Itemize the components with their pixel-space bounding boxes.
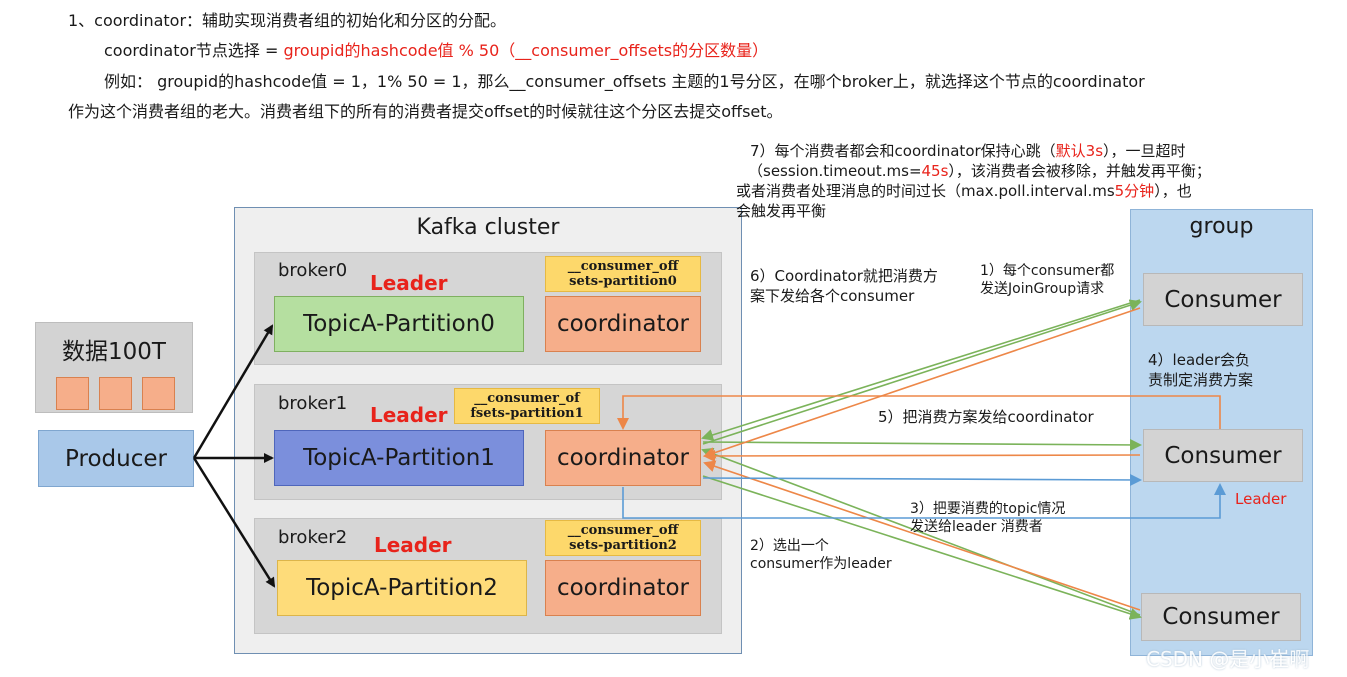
data-block-1 [56, 377, 89, 410]
broker-1-leader-label: Leader [370, 403, 448, 427]
header-line-3: 例如： groupid的hashcode值 = 1，1% 50 = 1，那么__… [104, 72, 1145, 91]
note-step-3-line-2: 发送给leader 消费者 [910, 519, 1043, 535]
note-step-2-line-1: 2）选出一个 [750, 538, 829, 554]
partition-1-label: TopicA-Partition1 [303, 445, 495, 471]
broker-1-name: broker1 [278, 393, 348, 414]
note-step-5: 5）把消费方案发给coordinator [878, 408, 1094, 426]
note-step-6-line-2: 案下发给各个consumer [750, 287, 915, 305]
coordinator-2-label: coordinator [556, 575, 690, 601]
join-group-arrows [701, 299, 1142, 620]
header-line-2-formula: groupid的hashcode值 % 50（__consumer_offset… [283, 41, 769, 60]
note-step-2-line-2: consumer作为leader [750, 556, 892, 572]
coordinator-broker-1: coordinator [545, 430, 701, 486]
note-step-2: 2）选出一个 consumer作为leader [750, 537, 892, 573]
consumer-1: Consumer [1143, 273, 1303, 326]
broker-0-name: broker0 [278, 260, 348, 281]
consumer-3-label: Consumer [1162, 604, 1280, 630]
data-block-2 [99, 377, 132, 410]
note-step-6: 6）Coordinator就把消费方 案下发给各个consumer [750, 266, 938, 306]
consumer-3: Consumer [1141, 593, 1301, 641]
plan-arrows [617, 307, 1221, 611]
consumer-offsets-partition-2: __consumer_off sets-partition2 [545, 520, 701, 556]
consumer-2-label: Consumer [1164, 442, 1282, 469]
broker-2-name: broker2 [278, 527, 348, 548]
coordinator-broker-0: coordinator [545, 296, 701, 352]
note-step-3-line-1: 3）把要消费的topic情况 [910, 501, 1066, 517]
coordinator-broker-2: coordinator [545, 560, 701, 616]
data-block-3 [142, 377, 175, 410]
note-step-4-line-2: 责制定消费方案 [1148, 371, 1254, 389]
note-step-7-line-1: 7）每个消费者都会和coordinator保持心跳（默认3s），一旦超时 [750, 142, 1186, 160]
header-line-2: coordinator节点选择 = groupid的hashcode值 % 50… [104, 37, 768, 61]
consumer-2-leader: Consumer [1143, 429, 1303, 482]
header-line-4: 作为这个消费者组的老大。消费者组下的所有的消费者提交offset的时候就往这个分… [68, 102, 783, 121]
note-step-4: 4）leader会负 责制定消费方案 [1148, 350, 1253, 390]
note-step-7-line-3: 或者消费者处理消息的时间过长（max.poll.interval.ms5分钟），… [736, 182, 1192, 200]
consumer-1-label: Consumer [1164, 286, 1282, 313]
consumer-offsets-partition-1: __consumer_of fsets-partition1 [454, 388, 600, 424]
topic-a-partition-2: TopicA-Partition2 [277, 560, 527, 616]
producer-label: Producer [65, 445, 167, 472]
producer-box: Producer [38, 430, 194, 487]
note-step-3: 3）把要消费的topic情况 发送给leader 消费者 [910, 500, 1065, 536]
note-step-7: 7）每个消费者都会和coordinator保持心跳（默认3s），一旦超时 （se… [736, 141, 1211, 221]
note-step-6-line-1: 6）Coordinator就把消费方 [750, 267, 938, 285]
producer-arrows [192, 324, 276, 588]
consumer-offsets-partition-0: __consumer_off sets-partition0 [545, 256, 701, 292]
partition-2-label: TopicA-Partition2 [306, 575, 498, 601]
note-step-7-line-2: （session.timeout.ms=45s），该消费者会被移除，并触发再平衡… [748, 162, 1211, 180]
leader-info-arrows [622, 473, 1226, 519]
data-source-box: 数据100T [35, 322, 193, 413]
consumer-leader-label: Leader [1235, 490, 1287, 508]
header-line-1: 1、coordinator：辅助实现消费者组的初始化和分区的分配。 [68, 11, 507, 30]
broker-2-leader-label: Leader [374, 533, 452, 557]
kafka-cluster-title: Kafka cluster [416, 215, 560, 240]
header-line-2-prefix: coordinator节点选择 = [104, 41, 284, 60]
topic-a-partition-1: TopicA-Partition1 [274, 430, 524, 486]
note-step-1: 1）每个consumer都 发送JoinGroup请求 [980, 262, 1114, 298]
watermark: CSDN @是小崔啊 [1146, 647, 1310, 671]
note-step-1-line-1: 1）每个consumer都 [980, 263, 1115, 279]
coordinator-0-label: coordinator [556, 311, 690, 337]
note-step-7-line-4: 会触发再平衡 [736, 202, 827, 220]
topic-a-partition-0: TopicA-Partition0 [274, 296, 524, 352]
coordinator-1-label: coordinator [556, 445, 690, 471]
note-step-1-line-2: 发送JoinGroup请求 [980, 281, 1105, 297]
partition-0-label: TopicA-Partition0 [303, 311, 495, 337]
broker-0-leader-label: Leader [370, 271, 448, 295]
data-source-title: 数据100T [62, 339, 166, 365]
note-step-4-line-1: 4）leader会负 [1148, 351, 1251, 369]
consumer-group-title: group [1189, 214, 1254, 239]
